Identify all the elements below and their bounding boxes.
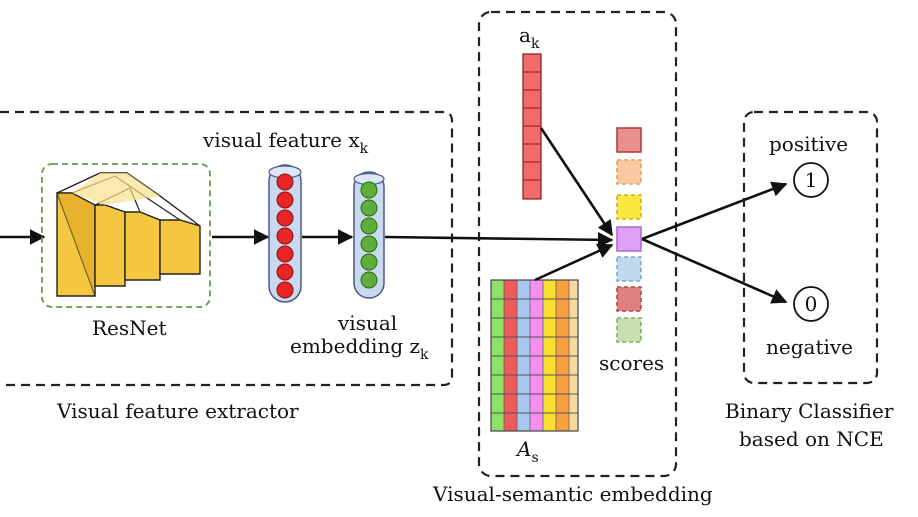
feature-dot — [276, 173, 294, 191]
embedding-dot — [360, 199, 378, 217]
resnet-icon — [56, 172, 201, 297]
embedding-dot — [360, 217, 378, 235]
score-cell — [616, 159, 642, 185]
embedding-dot — [360, 253, 378, 271]
embedding-dot — [360, 235, 378, 253]
visual-feature-extractor-box — [0, 110, 454, 387]
score-cell — [616, 127, 642, 153]
embedding-dot — [360, 181, 378, 199]
visual-embedding-vector — [353, 171, 385, 299]
positive-node-value: 1 — [805, 168, 818, 192]
a-k-vector — [522, 53, 542, 200]
score-cell — [616, 286, 642, 312]
a-k-label: ak — [519, 23, 540, 52]
visual-semantic-embedding-box — [477, 10, 678, 478]
binary-classifier-box — [742, 110, 879, 385]
score-cell — [616, 256, 642, 282]
visual-embedding-label-line1: visual — [337, 311, 397, 335]
visual-embedding-label-line2: embedding zk — [290, 334, 429, 363]
negative-label: negative — [766, 335, 853, 359]
positive-node — [793, 162, 829, 198]
score-cell — [616, 317, 642, 343]
embedding-to-scores-arrow — [384, 232, 614, 248]
feature-dot — [276, 227, 294, 245]
A-s-to-scores-arrow — [534, 243, 614, 282]
feature-dot — [276, 281, 294, 299]
scores-to-positive-arrow — [641, 181, 788, 241]
scores-to-negative-arrow — [641, 237, 788, 304]
visual-semantic-embedding-label: Visual-semantic embedding — [432, 482, 713, 506]
a-k-to-scores-arrow — [539, 127, 614, 237]
feature-dot — [276, 191, 294, 209]
resnet-label: ResNet — [92, 316, 167, 340]
resnet-box — [41, 163, 211, 308]
negative-node — [793, 286, 829, 322]
A-s-matrix — [490, 279, 579, 432]
negative-node-value: 0 — [805, 292, 818, 316]
visual-feature-extractor-label: Visual feature extractor — [56, 399, 299, 423]
scores-label: scores — [599, 351, 664, 375]
binary-classifier-label-line1: Binary Classifier — [725, 399, 894, 423]
visual-feature-label: visual feature xk — [202, 128, 369, 157]
feature-dot — [276, 245, 294, 263]
feature-dot — [276, 209, 294, 227]
score-cell — [616, 194, 642, 220]
positive-label: positive — [769, 132, 848, 156]
feature-dot — [276, 263, 294, 281]
binary-classifier-label-line2: based on NCE — [739, 427, 884, 451]
visual-feature-vector — [268, 164, 302, 303]
A-s-label: As — [515, 437, 539, 466]
embedding-dot — [360, 271, 378, 289]
score-cell — [616, 226, 642, 252]
scores-column — [616, 127, 642, 343]
